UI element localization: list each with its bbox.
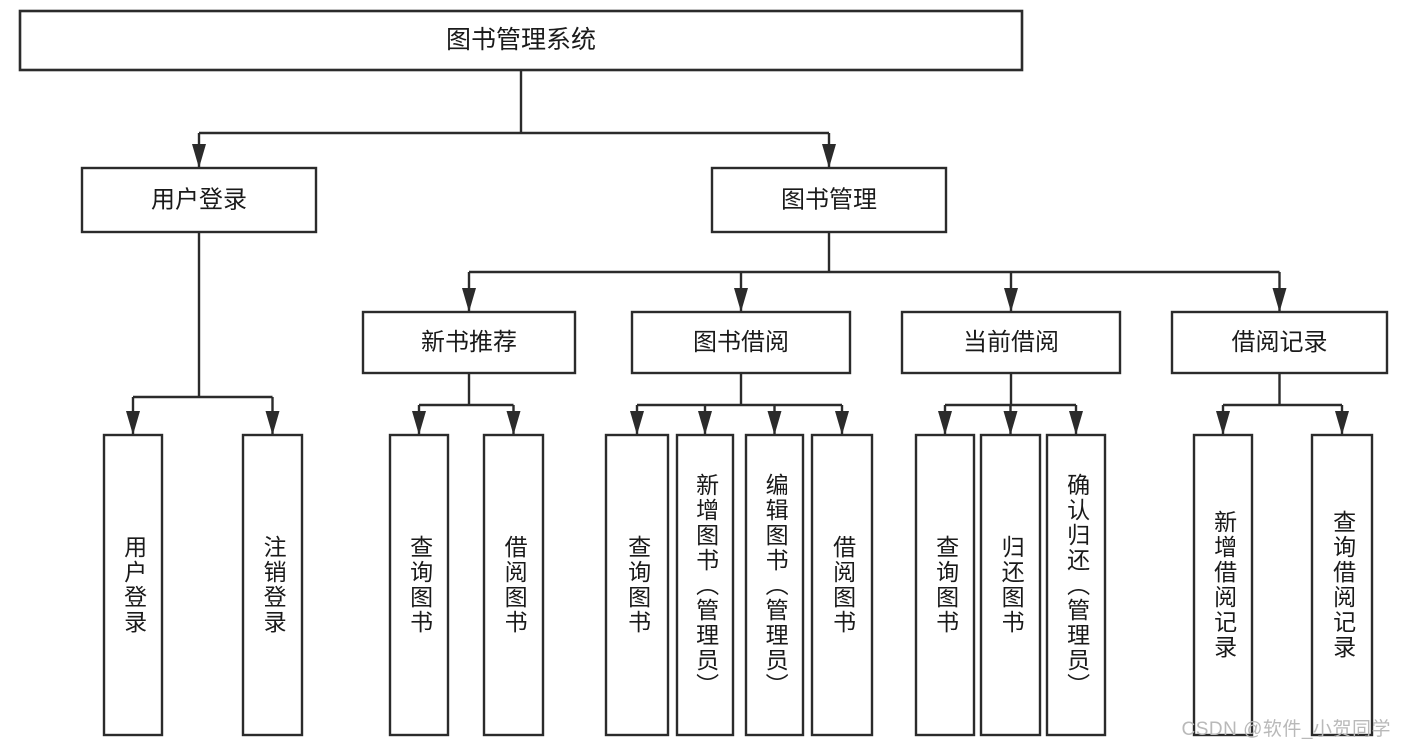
node-label-book-borrow: 图书借阅 [693, 329, 789, 356]
arrow-head-icon [1335, 411, 1349, 435]
node-box-root[interactable] [18, 9, 1024, 72]
node-box-user-logout[interactable] [241, 433, 304, 737]
node-box-cb-query-book[interactable] [914, 433, 976, 737]
arrow-head-icon [1272, 288, 1287, 312]
arrow-head-icon [698, 411, 712, 435]
arrow-head-icon [1216, 411, 1230, 435]
node-box-new-book-recommend[interactable] [361, 310, 577, 375]
node-box-bb-query-book[interactable] [604, 433, 670, 737]
arrow-head-icon [506, 411, 521, 435]
arrow-head-icon [192, 144, 206, 168]
arrow-head-icon [462, 288, 476, 312]
node-label-current-borrow: 当前借阅 [963, 329, 1059, 356]
node-label-book-manage: 图书管理 [781, 186, 877, 213]
node-box-user-login[interactable] [80, 166, 318, 234]
arrow-head-icon [1004, 288, 1018, 312]
arrow-head-icon [734, 288, 748, 312]
arrow-head-icon [767, 411, 782, 435]
node-label-user-login: 用户登录 [151, 186, 247, 213]
node-box-cb-confirm-return[interactable] [1045, 433, 1107, 737]
node-label-root: 图书管理系统 [446, 26, 596, 54]
node-box-br-add-record[interactable] [1192, 433, 1254, 737]
arrow-head-icon [835, 411, 849, 435]
node-label-borrow-record: 借阅记录 [1232, 329, 1328, 356]
node-box-book-borrow[interactable] [630, 310, 852, 375]
arrow-head-icon [938, 411, 952, 435]
arrow-head-icon [126, 411, 140, 435]
node-box-user-login-do[interactable] [102, 433, 164, 737]
node-label-new-book-recommend: 新书推荐 [421, 329, 517, 356]
arrow-head-icon [412, 411, 426, 435]
arrow-head-icon [1069, 411, 1083, 435]
arrow-head-icon [1003, 411, 1018, 435]
node-box-borrow-record[interactable] [1170, 310, 1389, 375]
node-box-bb-edit-book[interactable] [744, 433, 805, 737]
watermark-text: CSDN @软件_小贺同学 [1181, 719, 1391, 740]
node-box-cb-return-book[interactable] [979, 433, 1042, 737]
node-box-bb-add-book[interactable] [675, 433, 735, 737]
arrow-head-icon [265, 411, 280, 435]
arrow-head-icon [822, 144, 836, 168]
node-box-book-manage[interactable] [710, 166, 948, 234]
arrow-head-icon [630, 411, 644, 435]
node-box-br-query-record[interactable] [1310, 433, 1374, 737]
connector-layer [126, 70, 1349, 435]
node-box-nbr-query-book[interactable] [388, 433, 450, 737]
node-box-nbr-borrow-book[interactable] [482, 433, 545, 737]
node-box-bb-borrow-book[interactable] [810, 433, 874, 737]
node-box-current-borrow[interactable] [900, 310, 1122, 375]
